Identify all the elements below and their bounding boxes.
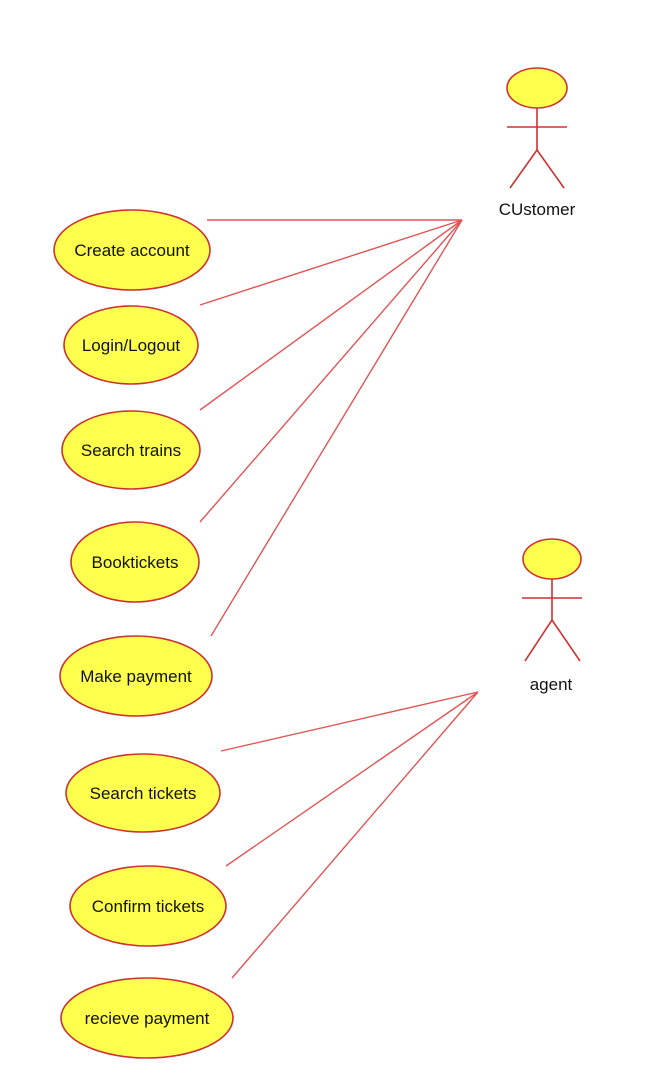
association-search-trains xyxy=(199,219,463,411)
use-case-ellipse xyxy=(59,635,213,717)
agent-associations xyxy=(220,691,479,979)
use-case-search-trains[interactable]: Search trains xyxy=(61,410,201,490)
use-case-ellipse xyxy=(69,865,227,947)
use-case-ellipse xyxy=(63,305,199,385)
association-login-logout xyxy=(199,219,463,306)
actor-label: agent xyxy=(530,675,573,694)
use-case-make-payment[interactable]: Make payment xyxy=(59,635,213,717)
use-case-search-tickets[interactable]: Search tickets xyxy=(65,753,221,833)
use-case-label: Search trains xyxy=(81,441,181,460)
use-case-label: Search tickets xyxy=(90,784,197,803)
actor-agent[interactable]: agent xyxy=(522,538,582,694)
use-case-book-tickets[interactable]: Booktickets xyxy=(70,521,200,603)
use-case-label: recieve payment xyxy=(85,1009,210,1028)
stick-figure-icon xyxy=(522,538,582,662)
use-case-label: Create account xyxy=(74,241,190,260)
use-case-ellipse xyxy=(60,977,234,1059)
customer-associations xyxy=(199,219,463,637)
use-case-label: Booktickets xyxy=(92,553,179,572)
use-case-create-account[interactable]: Create account xyxy=(53,209,211,291)
use-case-ellipse xyxy=(70,521,200,603)
use-case-recieve-payment[interactable]: recieve payment xyxy=(60,977,234,1059)
association-confirm-tickets xyxy=(225,691,479,867)
use-case-login-logout[interactable]: Login/Logout xyxy=(63,305,199,385)
use-case-label: Confirm tickets xyxy=(92,897,204,916)
use-case-confirm-tickets[interactable]: Confirm tickets xyxy=(69,865,227,947)
association-search-tickets xyxy=(220,691,479,752)
association-make-payment xyxy=(210,219,463,637)
use-case-label: Login/Logout xyxy=(82,336,181,355)
use-case-ellipse xyxy=(65,753,221,833)
association-recieve-payment xyxy=(231,691,479,979)
actor-customer[interactable]: CUstomer xyxy=(499,67,576,219)
stick-figure-icon xyxy=(506,67,568,189)
association-book-tickets xyxy=(199,219,463,523)
use-case-label: Make payment xyxy=(80,667,192,686)
use-case-ellipse xyxy=(61,410,201,490)
actor-label: CUstomer xyxy=(499,200,576,219)
use-case-ellipse xyxy=(53,209,211,291)
